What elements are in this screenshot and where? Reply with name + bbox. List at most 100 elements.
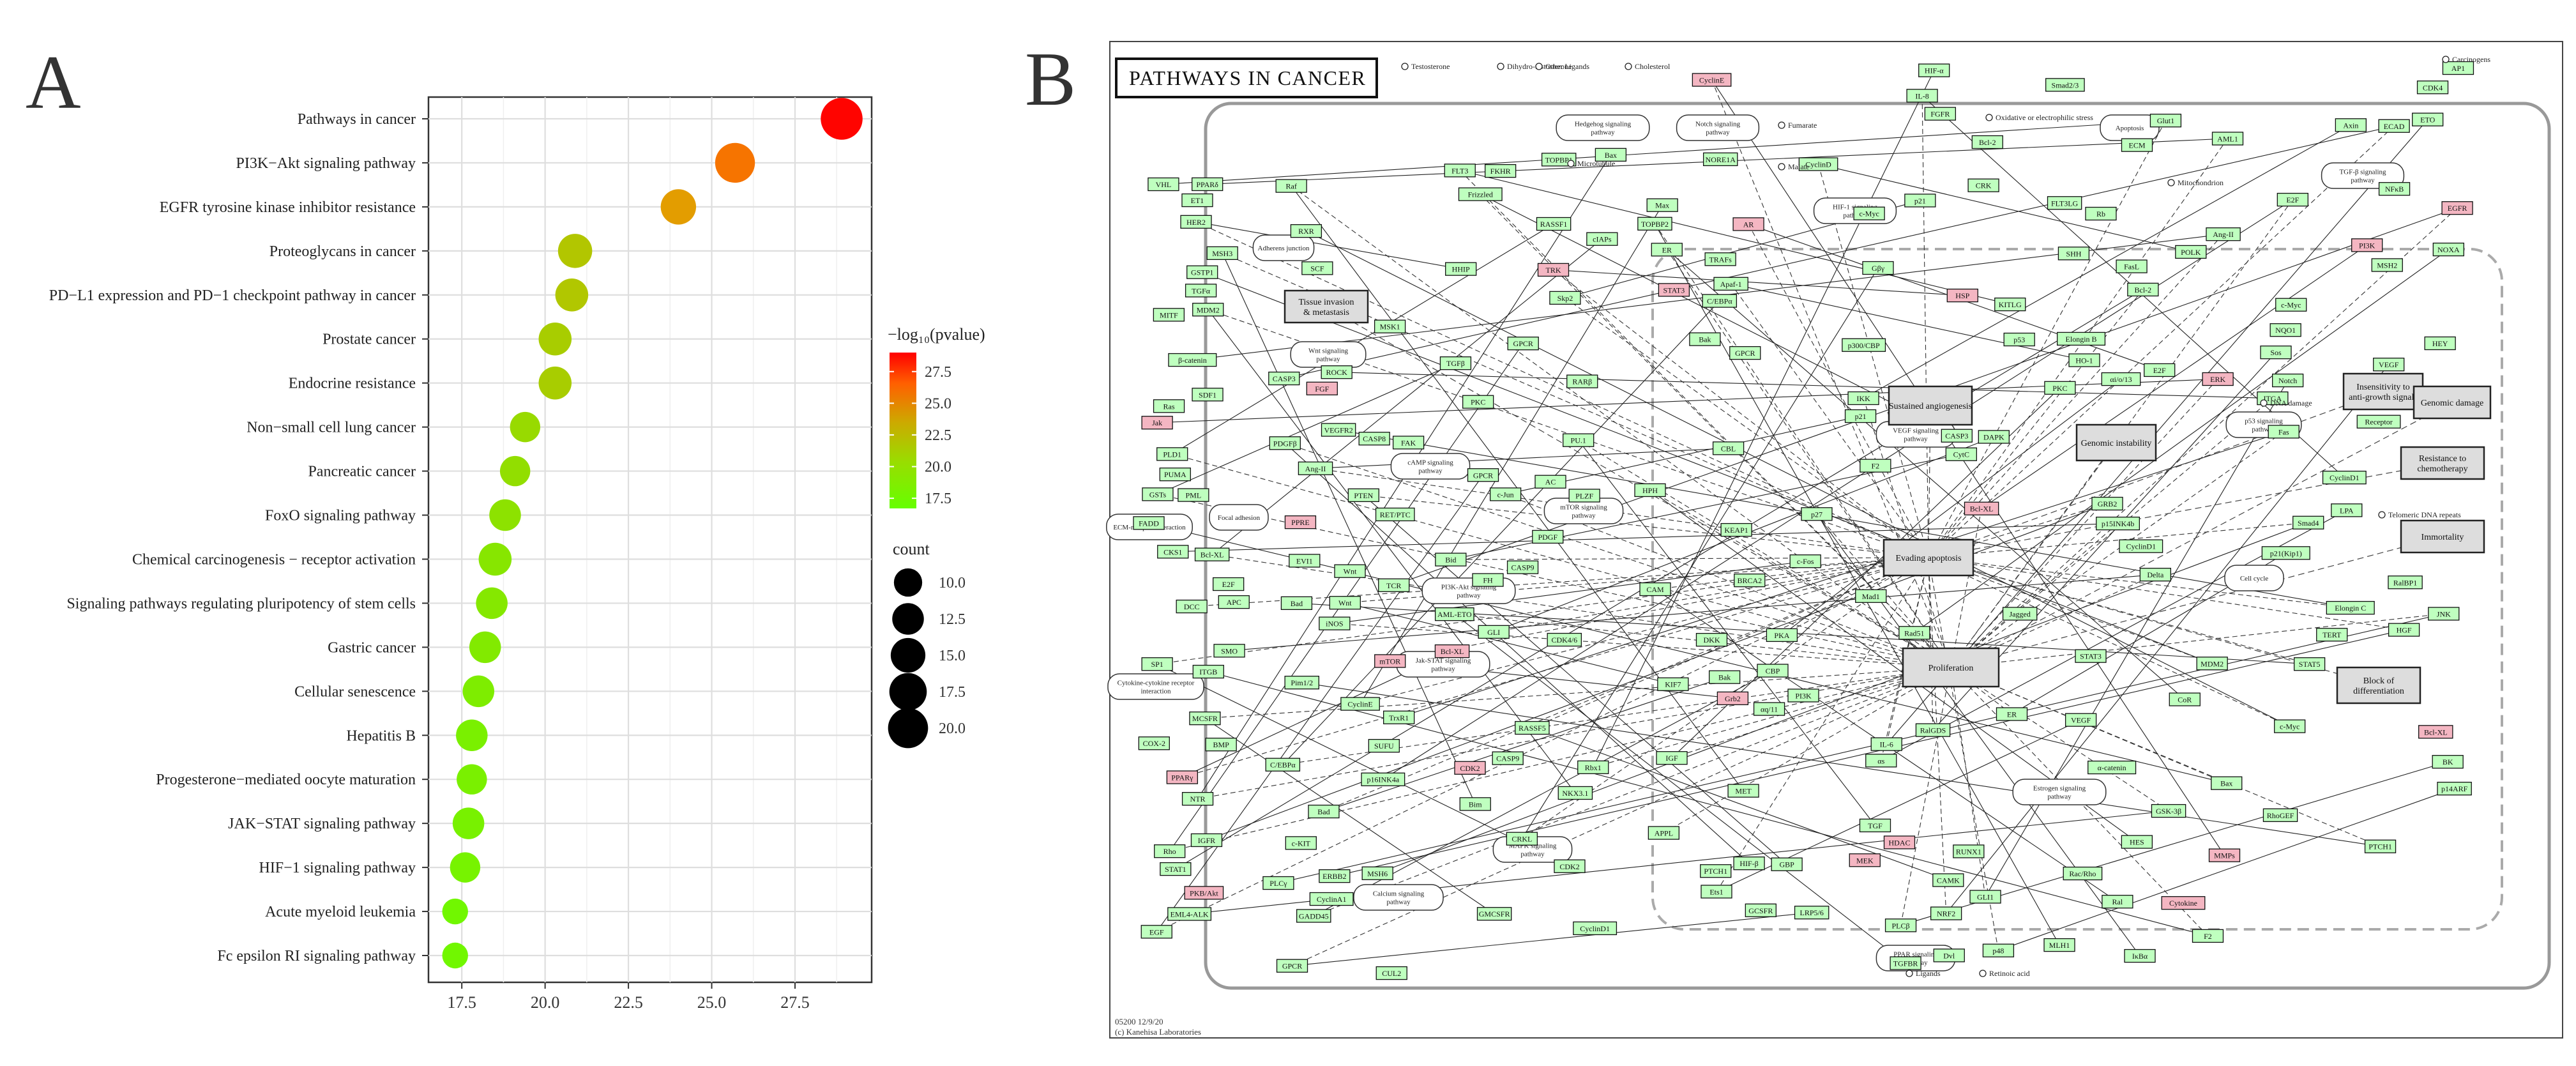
gene-box[interactable]: HO-1 <box>2068 353 2100 367</box>
gene-box[interactable]: Max <box>1646 198 1678 212</box>
gene-box[interactable]: IL-8 <box>1906 89 1938 103</box>
gene-box[interactable]: NTR <box>1181 792 1214 806</box>
gene-box[interactable]: MCSFR <box>1189 712 1221 726</box>
gene-box[interactable]: TOPBP2 <box>1637 217 1672 231</box>
gene-box[interactable]: β-catenin <box>1168 353 1217 367</box>
gene-box[interactable]: ERBB2 <box>1319 869 1351 883</box>
gene-box-highlighted[interactable]: EGFR <box>2441 201 2473 215</box>
gene-box[interactable]: E2F <box>1213 577 1245 591</box>
gene-box[interactable]: DKK <box>1695 633 1728 647</box>
gene-box[interactable]: DCC <box>1176 599 1208 614</box>
gene-box[interactable]: CoR <box>2169 692 2201 706</box>
gene-box[interactable]: IGF <box>1656 751 1688 765</box>
gene-box[interactable]: AP1 <box>2442 61 2474 75</box>
gene-box[interactable]: αs <box>1865 754 1897 768</box>
gene-box[interactable]: FAK <box>1392 436 1425 450</box>
gene-box[interactable]: SCF <box>1301 261 1333 275</box>
gene-box[interactable]: EVI1 <box>1289 554 1321 568</box>
gene-box[interactable]: CytC <box>1945 447 1977 461</box>
gene-box[interactable]: RARβ <box>1566 374 1598 388</box>
gene-box[interactable]: DAPK <box>1978 430 2010 444</box>
gene-box[interactable]: αi/o/13 <box>2101 372 2141 386</box>
gene-box[interactable]: Bak <box>1708 670 1741 684</box>
gene-box-highlighted[interactable]: AR <box>1732 217 1764 231</box>
gene-box[interactable]: Bax <box>2211 776 2243 790</box>
gene-box[interactable]: EGF <box>1140 925 1172 939</box>
gene-box[interactable]: HIF-β <box>1733 857 1765 871</box>
gene-box[interactable]: GPCR <box>1467 468 1499 482</box>
gene-box[interactable]: Ets1 <box>1701 885 1732 899</box>
gene-box[interactable]: PTCH1 <box>2364 839 2397 853</box>
gene-box[interactable]: Rho <box>1154 844 1186 858</box>
gene-box-highlighted[interactable]: Bcl-XL <box>1434 644 1470 659</box>
gene-box[interactable]: RalBP1 <box>2388 575 2423 590</box>
gene-box[interactable]: C/EBPα <box>1265 758 1301 772</box>
gene-box[interactable]: NOXA <box>2432 242 2464 257</box>
gene-box[interactable]: E2F <box>2277 192 2308 207</box>
gene-box[interactable]: Ang-II <box>2206 227 2241 241</box>
gene-box-highlighted[interactable]: Cytokine <box>2161 896 2206 910</box>
gene-box[interactable]: CAM <box>1639 582 1671 597</box>
gene-box[interactable]: PTCH1 <box>1700 864 1732 878</box>
gene-box[interactable]: HES <box>2121 835 2153 849</box>
gene-box[interactable]: Glut1 <box>2149 114 2182 128</box>
gene-box[interactable]: Gβγ <box>1862 261 1894 275</box>
gene-box[interactable]: Elongin B <box>2056 331 2106 346</box>
gene-box[interactable]: Bcl-XL <box>1194 547 1230 561</box>
gene-box[interactable]: VEGFR2 <box>1321 423 1356 437</box>
gene-box[interactable]: GSTP1 <box>1186 265 1218 279</box>
gene-box[interactable]: PLZF <box>1568 489 1600 503</box>
gene-box[interactable]: TCR <box>1378 578 1410 592</box>
gene-box[interactable]: IL-6 <box>1870 737 1902 751</box>
gene-box[interactable]: ER <box>1996 707 2028 721</box>
gene-box[interactable]: PU.1 <box>1563 433 1595 447</box>
gene-box[interactable]: POLK <box>2175 245 2207 259</box>
gene-box[interactable]: Raf <box>1275 179 1307 193</box>
gene-box-highlighted[interactable]: CyclinE <box>1692 73 1732 87</box>
gene-box[interactable]: GSTs <box>1142 487 1174 501</box>
gene-box[interactable]: iNOS <box>1319 616 1351 630</box>
gene-box[interactable]: CKS1 <box>1157 545 1189 559</box>
gene-box[interactable]: FH <box>1472 573 1504 587</box>
gene-box[interactable]: MET <box>1727 784 1759 798</box>
gene-box[interactable]: MSH6 <box>1361 866 1393 880</box>
gene-box[interactable]: APC <box>1218 595 1250 609</box>
gene-box[interactable]: CyclinD1 <box>1573 921 1618 936</box>
gene-box[interactable]: MSK1 <box>1374 319 1406 333</box>
gene-box[interactable]: ROCK <box>1321 365 1352 379</box>
gene-box[interactable]: Bcl-2 <box>2127 282 2159 297</box>
gene-box[interactable]: APPL <box>1648 826 1680 840</box>
gene-box-highlighted[interactable]: HSP <box>1946 288 1978 303</box>
gene-box[interactable]: FLT3 <box>1444 164 1476 178</box>
gene-box[interactable]: STAT3 <box>2075 649 2107 663</box>
gene-box[interactable]: Bim <box>1459 797 1491 811</box>
gene-box[interactable]: HPH <box>1634 483 1666 498</box>
gene-box[interactable]: PDGFβ <box>1269 436 1301 450</box>
gene-box-highlighted[interactable]: PPRE <box>1284 515 1317 529</box>
gene-box[interactable]: Smad4 <box>2292 515 2324 529</box>
gene-box[interactable]: TRAFs <box>1704 252 1736 266</box>
gene-box[interactable]: Delta <box>2139 568 2171 582</box>
gene-box[interactable]: CyclinE <box>1340 697 1380 711</box>
gene-box-highlighted[interactable]: PPARγ <box>1166 770 1199 784</box>
gene-box[interactable]: Wnt <box>1334 564 1366 578</box>
gene-box[interactable]: PKC <box>1462 395 1494 409</box>
gene-box-highlighted[interactable]: Bcl-XL <box>2418 725 2453 739</box>
gene-box[interactable]: MLH1 <box>2043 938 2075 952</box>
pathway-link[interactable]: Adherens junction <box>1252 234 1315 261</box>
gene-box[interactable]: FKHR <box>1485 164 1517 178</box>
gene-box[interactable]: NORE1A <box>1702 152 1738 167</box>
gene-box[interactable]: c-Jun <box>1489 487 1522 501</box>
gene-box[interactable]: CDK4 <box>2416 80 2449 95</box>
gene-box[interactable]: PLD1 <box>1156 447 1188 461</box>
gene-box[interactable]: p21 <box>1904 194 1936 208</box>
gene-box[interactable]: PDGF <box>1532 529 1564 544</box>
gene-box[interactable]: c-Myc <box>2275 298 2307 312</box>
gene-box[interactable]: SDF1 <box>1192 388 1224 402</box>
gene-box[interactable]: Elongin C <box>2326 600 2375 615</box>
gene-box[interactable]: Apaf-1 <box>1713 277 1748 291</box>
gene-box[interactable]: HEY <box>2424 336 2456 351</box>
gene-box[interactable]: VHL <box>1148 177 1179 192</box>
gene-box[interactable]: CASP3 <box>1268 371 1300 386</box>
